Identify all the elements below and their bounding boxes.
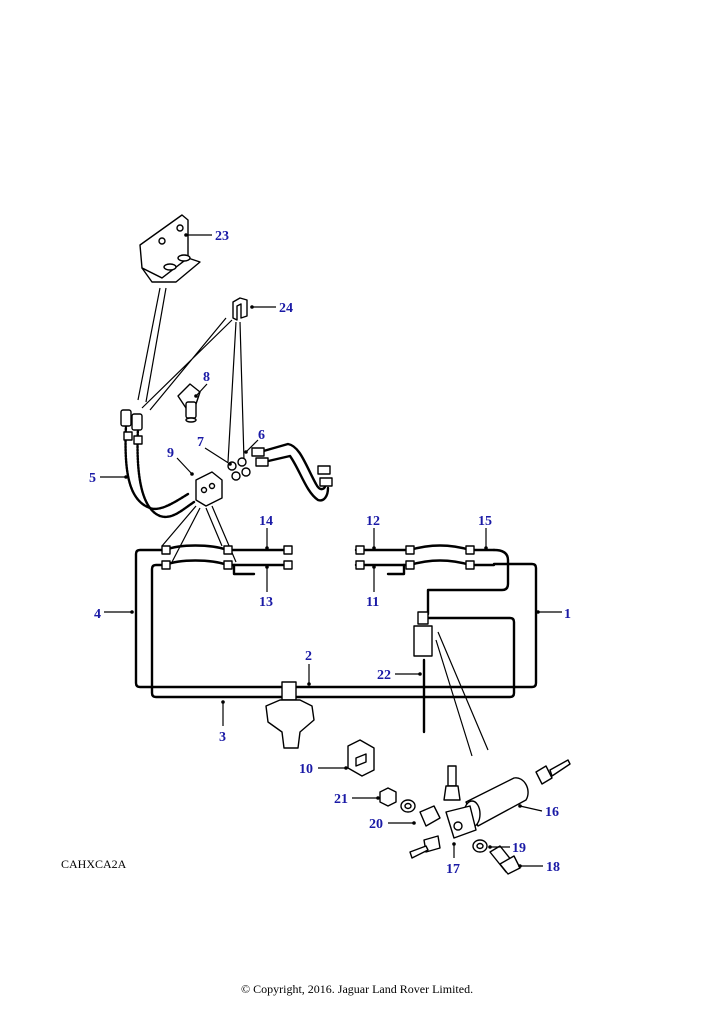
brake-pipe-loops [134,544,538,734]
callout-24: 24 [279,301,293,316]
callout-3: 3 [219,730,226,745]
part-23-bracket [139,214,201,283]
callout-18: 18 [546,860,560,875]
part-24-clip [232,297,248,321]
part-9-junction-block [195,471,223,507]
callout-leaders [100,233,562,868]
copyright-notice: © Copyright, 2016. Jaguar Land Rover Lim… [241,982,473,996]
callout-23: 23 [215,229,229,244]
callout-13: 13 [259,595,273,610]
part-16-21-valve-assembly [379,759,571,875]
part-5-flex-hoses [120,409,196,519]
callout-15: 15 [478,514,492,529]
callout-4: 4 [94,607,101,622]
callout-21: 21 [334,792,348,807]
callout-8: 8 [203,370,210,385]
callout-labels: 23 24 8 7 6 9 5 14 12 15 13 11 4 1 2 22 … [89,229,571,877]
callout-9: 9 [167,446,174,461]
part-22-pressure-switch [413,611,433,657]
callout-6: 6 [258,428,265,443]
pipe-mount-bracket [265,699,315,749]
callout-19: 19 [512,841,526,856]
callout-16: 16 [545,805,559,820]
callout-1: 1 [564,607,571,622]
callout-2: 2 [305,649,312,664]
callout-11: 11 [366,595,379,610]
reference-code: CAHXCA2A [61,857,127,871]
callout-22: 22 [377,668,391,683]
callout-14: 14 [259,514,273,529]
callout-17: 17 [446,862,460,877]
callout-7: 7 [197,435,204,450]
callout-12: 12 [366,514,380,529]
callout-5: 5 [89,471,96,486]
callout-10: 10 [299,762,313,777]
part-6-7-rigid-pipes [227,442,333,502]
part-8-sensor [177,383,201,423]
callout-20: 20 [369,817,383,832]
part-10-grommet [347,739,375,777]
